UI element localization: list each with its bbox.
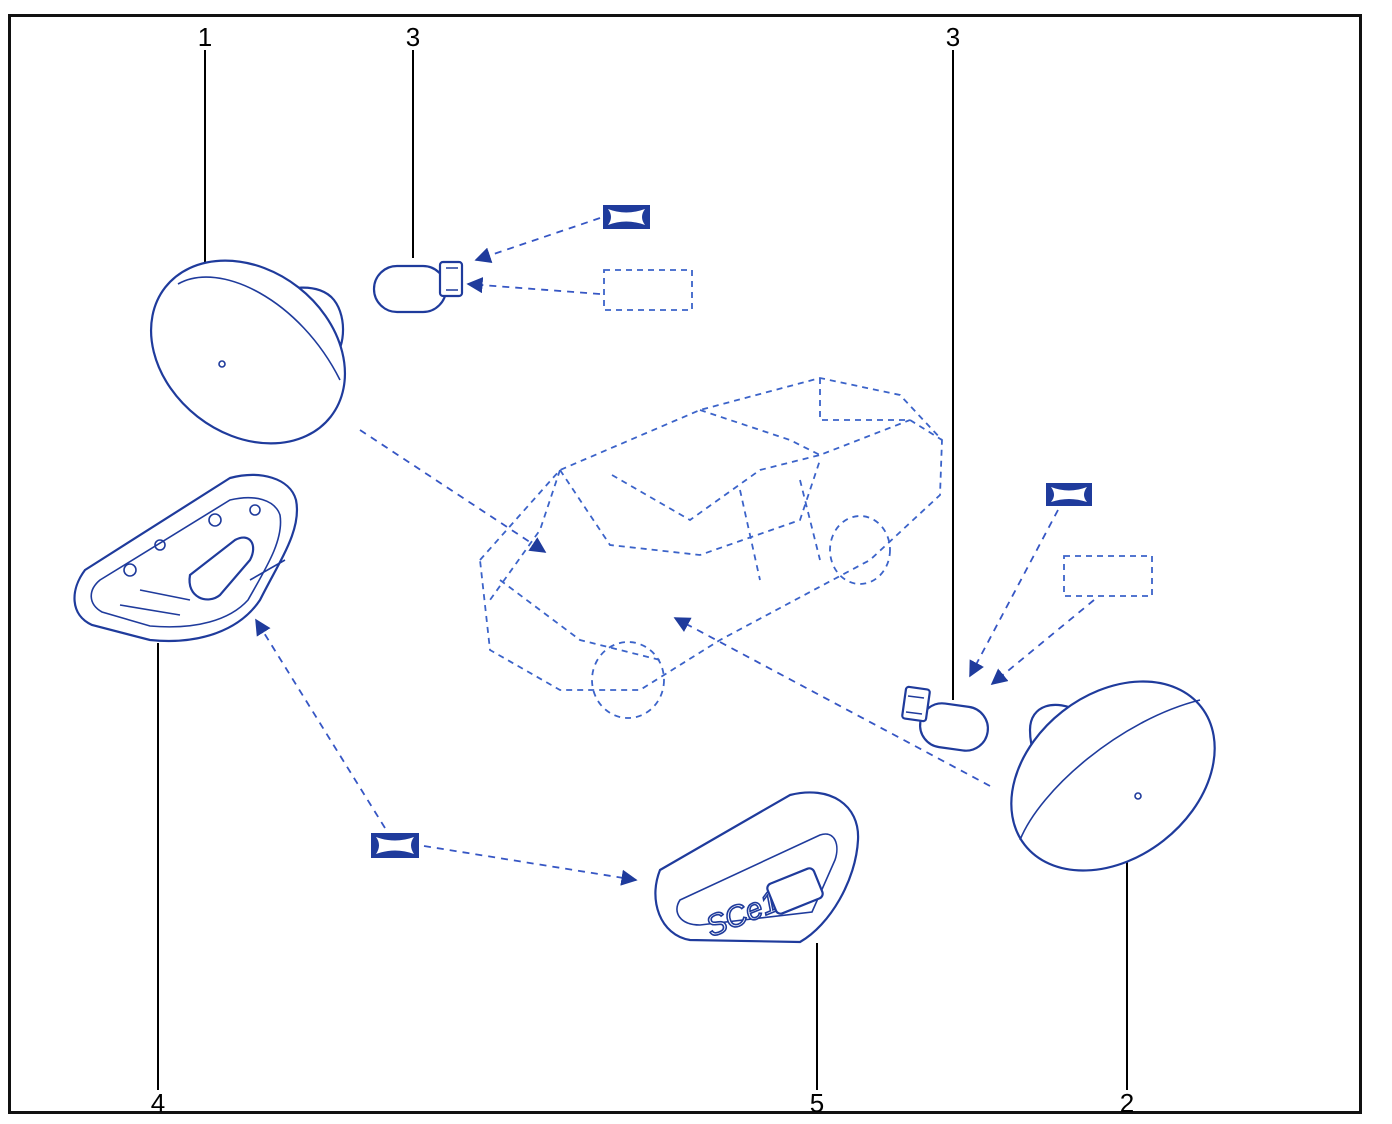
arrow-lamp-left-to-vehicle: [359, 429, 547, 553]
lubricant-symbol-left-bulb: [603, 205, 650, 229]
reference-box-right-bulb: [1063, 555, 1153, 597]
callout-5: 5: [810, 943, 824, 1118]
reference-box-left-bulb: [603, 269, 693, 311]
callout-label-1: 1: [198, 22, 212, 52]
model-badge: SCe150: [654, 791, 860, 945]
callout-3-right: 3: [946, 22, 960, 700]
callout-label-4: 4: [151, 1088, 165, 1118]
callout-3-left: 3: [406, 22, 420, 258]
bulb-left: [372, 260, 464, 314]
callout-label-3-left: 3: [406, 22, 420, 52]
arrow-lubricant-to-bulb-right: [969, 509, 1059, 678]
arrow-symbol-to-badge: [423, 845, 638, 886]
callout-2: 2: [1120, 848, 1134, 1118]
bulb-right: [901, 685, 989, 752]
callout-label-5: 5: [810, 1088, 824, 1118]
arrow-lubricant-to-bulb-left: [474, 217, 601, 263]
arrow-symbol-to-frame: [255, 618, 386, 829]
arrow-lamp-right-to-vehicle: [673, 617, 991, 787]
callout-4: 4: [151, 643, 165, 1118]
callout-1: 1: [198, 22, 212, 268]
callout-label-2: 2: [1120, 1088, 1134, 1118]
arrow-reference-to-bulb-left: [466, 277, 601, 295]
vehicle-outline: [479, 377, 943, 719]
side-repeater-lamp-right: [1010, 680, 1216, 872]
side-repeater-lamp-left: [149, 259, 347, 445]
arrow-reference-to-bulb-right: [990, 599, 1095, 686]
mounting-frame: [73, 473, 299, 642]
lubricant-symbol-badge: [371, 833, 419, 858]
callout-label-3-right: 3: [946, 22, 960, 52]
lubricant-symbol-right-bulb: [1046, 483, 1092, 506]
